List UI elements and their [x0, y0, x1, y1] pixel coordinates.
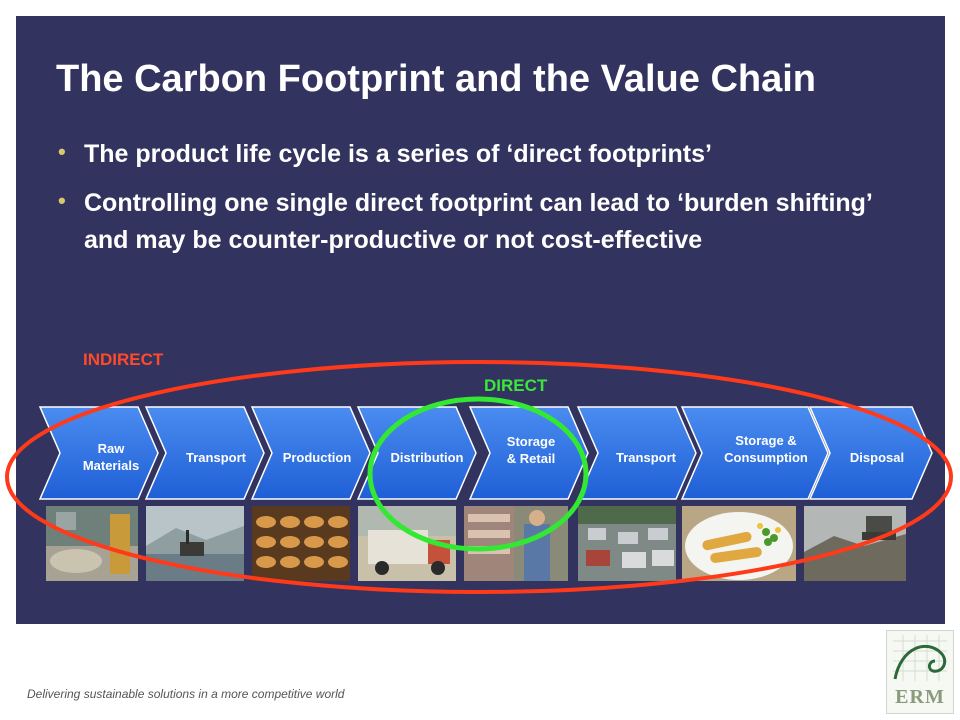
- transport-boat-photo: [146, 506, 244, 581]
- company-logo: ERM: [886, 630, 954, 714]
- chain-step-label-disposal: Disposal: [849, 450, 905, 465]
- chain-step-label-storage-retail: Storage& Retail: [506, 434, 556, 466]
- chain-step-label-transport: Transport: [186, 450, 246, 465]
- bullet-item: • The product life cycle is a series of …: [58, 136, 888, 173]
- disposal-landfill-photo: [804, 506, 906, 581]
- chain-step-label-transport-2: Transport: [616, 450, 676, 465]
- storage-retail-photo: [464, 506, 568, 581]
- bullet-text: The product life cycle is a series of ‘d…: [84, 140, 712, 168]
- chain-step-label-storage-consumption: Storage &Consumption: [724, 433, 808, 465]
- chain-step-label-distribution: Distribution: [390, 450, 464, 465]
- bullet-dot-icon: •: [58, 139, 66, 164]
- production-photo: [252, 506, 350, 581]
- logo-text: ERM: [895, 686, 945, 708]
- transport-traffic-photo: [578, 506, 676, 581]
- distribution-truck-photo: [358, 506, 456, 581]
- logo-emblem-icon: [893, 635, 947, 681]
- raw-materials-photo: [46, 506, 138, 581]
- chain-step-label-production: Production: [282, 450, 352, 465]
- bullet-text: Controlling one single direct footprint …: [84, 189, 872, 254]
- bullet-item: • Controlling one single direct footprin…: [58, 185, 888, 259]
- bullet-list: • The product life cycle is a series of …: [58, 136, 888, 271]
- bullet-dot-icon: •: [58, 188, 66, 213]
- slide-title: The Carbon Footprint and the Value Chain: [56, 58, 817, 100]
- consumption-meal-photo: [682, 506, 796, 581]
- footer-tagline: Delivering sustainable solutions in a mo…: [27, 687, 345, 701]
